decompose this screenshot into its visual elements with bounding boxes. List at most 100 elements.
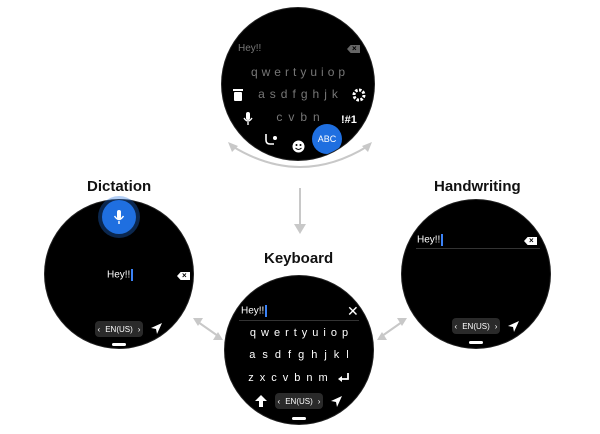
text-cursor	[441, 234, 443, 246]
key[interactable]: a	[258, 87, 265, 101]
keyboard-row-1: q w e r t y u i o p	[225, 327, 373, 339]
chevron-right-icon[interactable]: ›	[494, 321, 498, 331]
shift-icon[interactable]	[255, 395, 267, 407]
key[interactable]: o	[330, 327, 337, 339]
key[interactable]: g	[298, 349, 305, 361]
key[interactable]: k	[333, 349, 340, 361]
key[interactable]: j	[324, 349, 327, 361]
abc-button[interactable]: ABC	[312, 124, 342, 154]
top-watch-screen: Hey!! × q w e r t y u i o p a s d f g h …	[222, 8, 374, 160]
key[interactable]: b	[294, 372, 301, 384]
key[interactable]: x	[259, 372, 266, 384]
handwriting-title: Handwriting	[434, 178, 521, 195]
key[interactable]: c	[271, 372, 277, 384]
key[interactable]: k	[331, 87, 338, 101]
keyboard-row-3: z x c v b n m	[225, 372, 373, 384]
key[interactable]: z	[248, 372, 254, 384]
mic-icon[interactable]	[242, 112, 254, 126]
key[interactable]: u	[310, 65, 318, 79]
backspace-icon[interactable]: ×	[177, 272, 190, 280]
trash-icon[interactable]	[232, 88, 244, 101]
key[interactable]: h	[312, 87, 320, 101]
key[interactable]: t	[293, 327, 297, 339]
key[interactable]: y	[301, 327, 308, 339]
send-icon[interactable]	[151, 323, 162, 334]
keyboard-text-value: Hey!!	[241, 305, 265, 317]
key[interactable]: i	[321, 65, 324, 79]
key[interactable]: v	[288, 110, 295, 124]
mic-icon	[113, 209, 125, 224]
key[interactable]: s	[262, 349, 268, 361]
dictation-text-value: Hey!!	[107, 269, 131, 281]
key[interactable]: s	[269, 87, 276, 101]
key[interactable]: l	[346, 349, 349, 361]
settings-icon[interactable]	[352, 88, 366, 102]
backspace-icon[interactable]: ×	[524, 237, 537, 245]
key[interactable]: p	[342, 327, 349, 339]
language-label: EN(US)	[462, 321, 490, 331]
dictation-text[interactable]: Hey!!	[107, 269, 133, 281]
key[interactable]: m	[318, 372, 328, 384]
home-bar	[112, 343, 126, 346]
key[interactable]: f	[288, 349, 292, 361]
key[interactable]: p	[338, 65, 346, 79]
send-icon[interactable]	[508, 321, 519, 332]
key[interactable]: a	[249, 349, 256, 361]
handwriting-text[interactable]: Hey!!	[417, 234, 443, 246]
home-bar	[292, 417, 306, 420]
keyboard-text[interactable]: Hey!!	[241, 305, 267, 317]
chevron-right-icon[interactable]: ›	[317, 396, 321, 406]
backspace-icon[interactable]: ×	[347, 45, 360, 53]
language-selector[interactable]: ‹ EN(US) ›	[275, 393, 323, 409]
dictation-title: Dictation	[87, 178, 152, 195]
key[interactable]: e	[273, 327, 281, 339]
key[interactable]: b	[300, 110, 307, 124]
key[interactable]: j	[324, 87, 327, 101]
key[interactable]: r	[284, 65, 289, 79]
key[interactable]: n	[306, 372, 313, 384]
key[interactable]: u	[312, 327, 319, 339]
emoji-icon[interactable]	[292, 140, 305, 153]
key[interactable]: d	[274, 349, 282, 361]
keyboard-watch-screen: Hey!! ✕ q w e r t y u i o p a s d f g h …	[225, 276, 373, 424]
mic-button[interactable]	[102, 200, 136, 234]
text-cursor	[265, 305, 267, 317]
chevron-right-icon[interactable]: ›	[137, 324, 141, 334]
language-selector[interactable]: ‹ EN(US) ›	[452, 318, 500, 334]
symbols-key[interactable]: !#1	[341, 114, 357, 126]
key[interactable]: g	[300, 87, 308, 101]
key[interactable]: q	[249, 327, 256, 339]
key[interactable]: o	[327, 65, 335, 79]
close-icon[interactable]: ✕	[347, 303, 359, 319]
handwriting-text-value: Hey!!	[417, 234, 441, 246]
enter-icon[interactable]	[337, 373, 350, 383]
key[interactable]: v	[282, 372, 289, 384]
key[interactable]: d	[280, 87, 288, 101]
chevron-left-icon[interactable]: ‹	[97, 324, 101, 334]
key[interactable]: h	[311, 349, 318, 361]
key[interactable]: q	[250, 65, 258, 79]
key[interactable]: y	[300, 65, 307, 79]
key[interactable]: e	[274, 65, 281, 79]
key[interactable]: c	[276, 110, 283, 124]
top-row-2: a s d f g h j k	[222, 87, 374, 101]
top-row-1: q w e r t y u i o p	[222, 65, 374, 79]
key[interactable]: n	[313, 110, 320, 124]
key[interactable]: t	[292, 65, 297, 79]
text-cursor	[131, 269, 133, 281]
key[interactable]: w	[260, 327, 269, 339]
keyboard-row-2: a s d f g h j k l	[225, 349, 373, 361]
key[interactable]: i	[323, 327, 326, 339]
key[interactable]: w	[261, 65, 271, 79]
key[interactable]: f	[292, 87, 296, 101]
chevron-left-icon[interactable]: ‹	[454, 321, 458, 331]
key[interactable]: r	[285, 327, 289, 339]
handwriting-watch-screen: Hey!! × ‹ EN(US) ›	[402, 200, 550, 348]
handwriting-icon[interactable]	[264, 132, 278, 146]
language-selector[interactable]: ‹ EN(US) ›	[95, 321, 143, 337]
chevron-left-icon[interactable]: ‹	[277, 396, 281, 406]
send-icon[interactable]	[331, 396, 342, 407]
language-label: EN(US)	[105, 324, 133, 334]
top-text-field[interactable]: Hey!!	[238, 43, 262, 54]
home-bar	[469, 341, 483, 344]
